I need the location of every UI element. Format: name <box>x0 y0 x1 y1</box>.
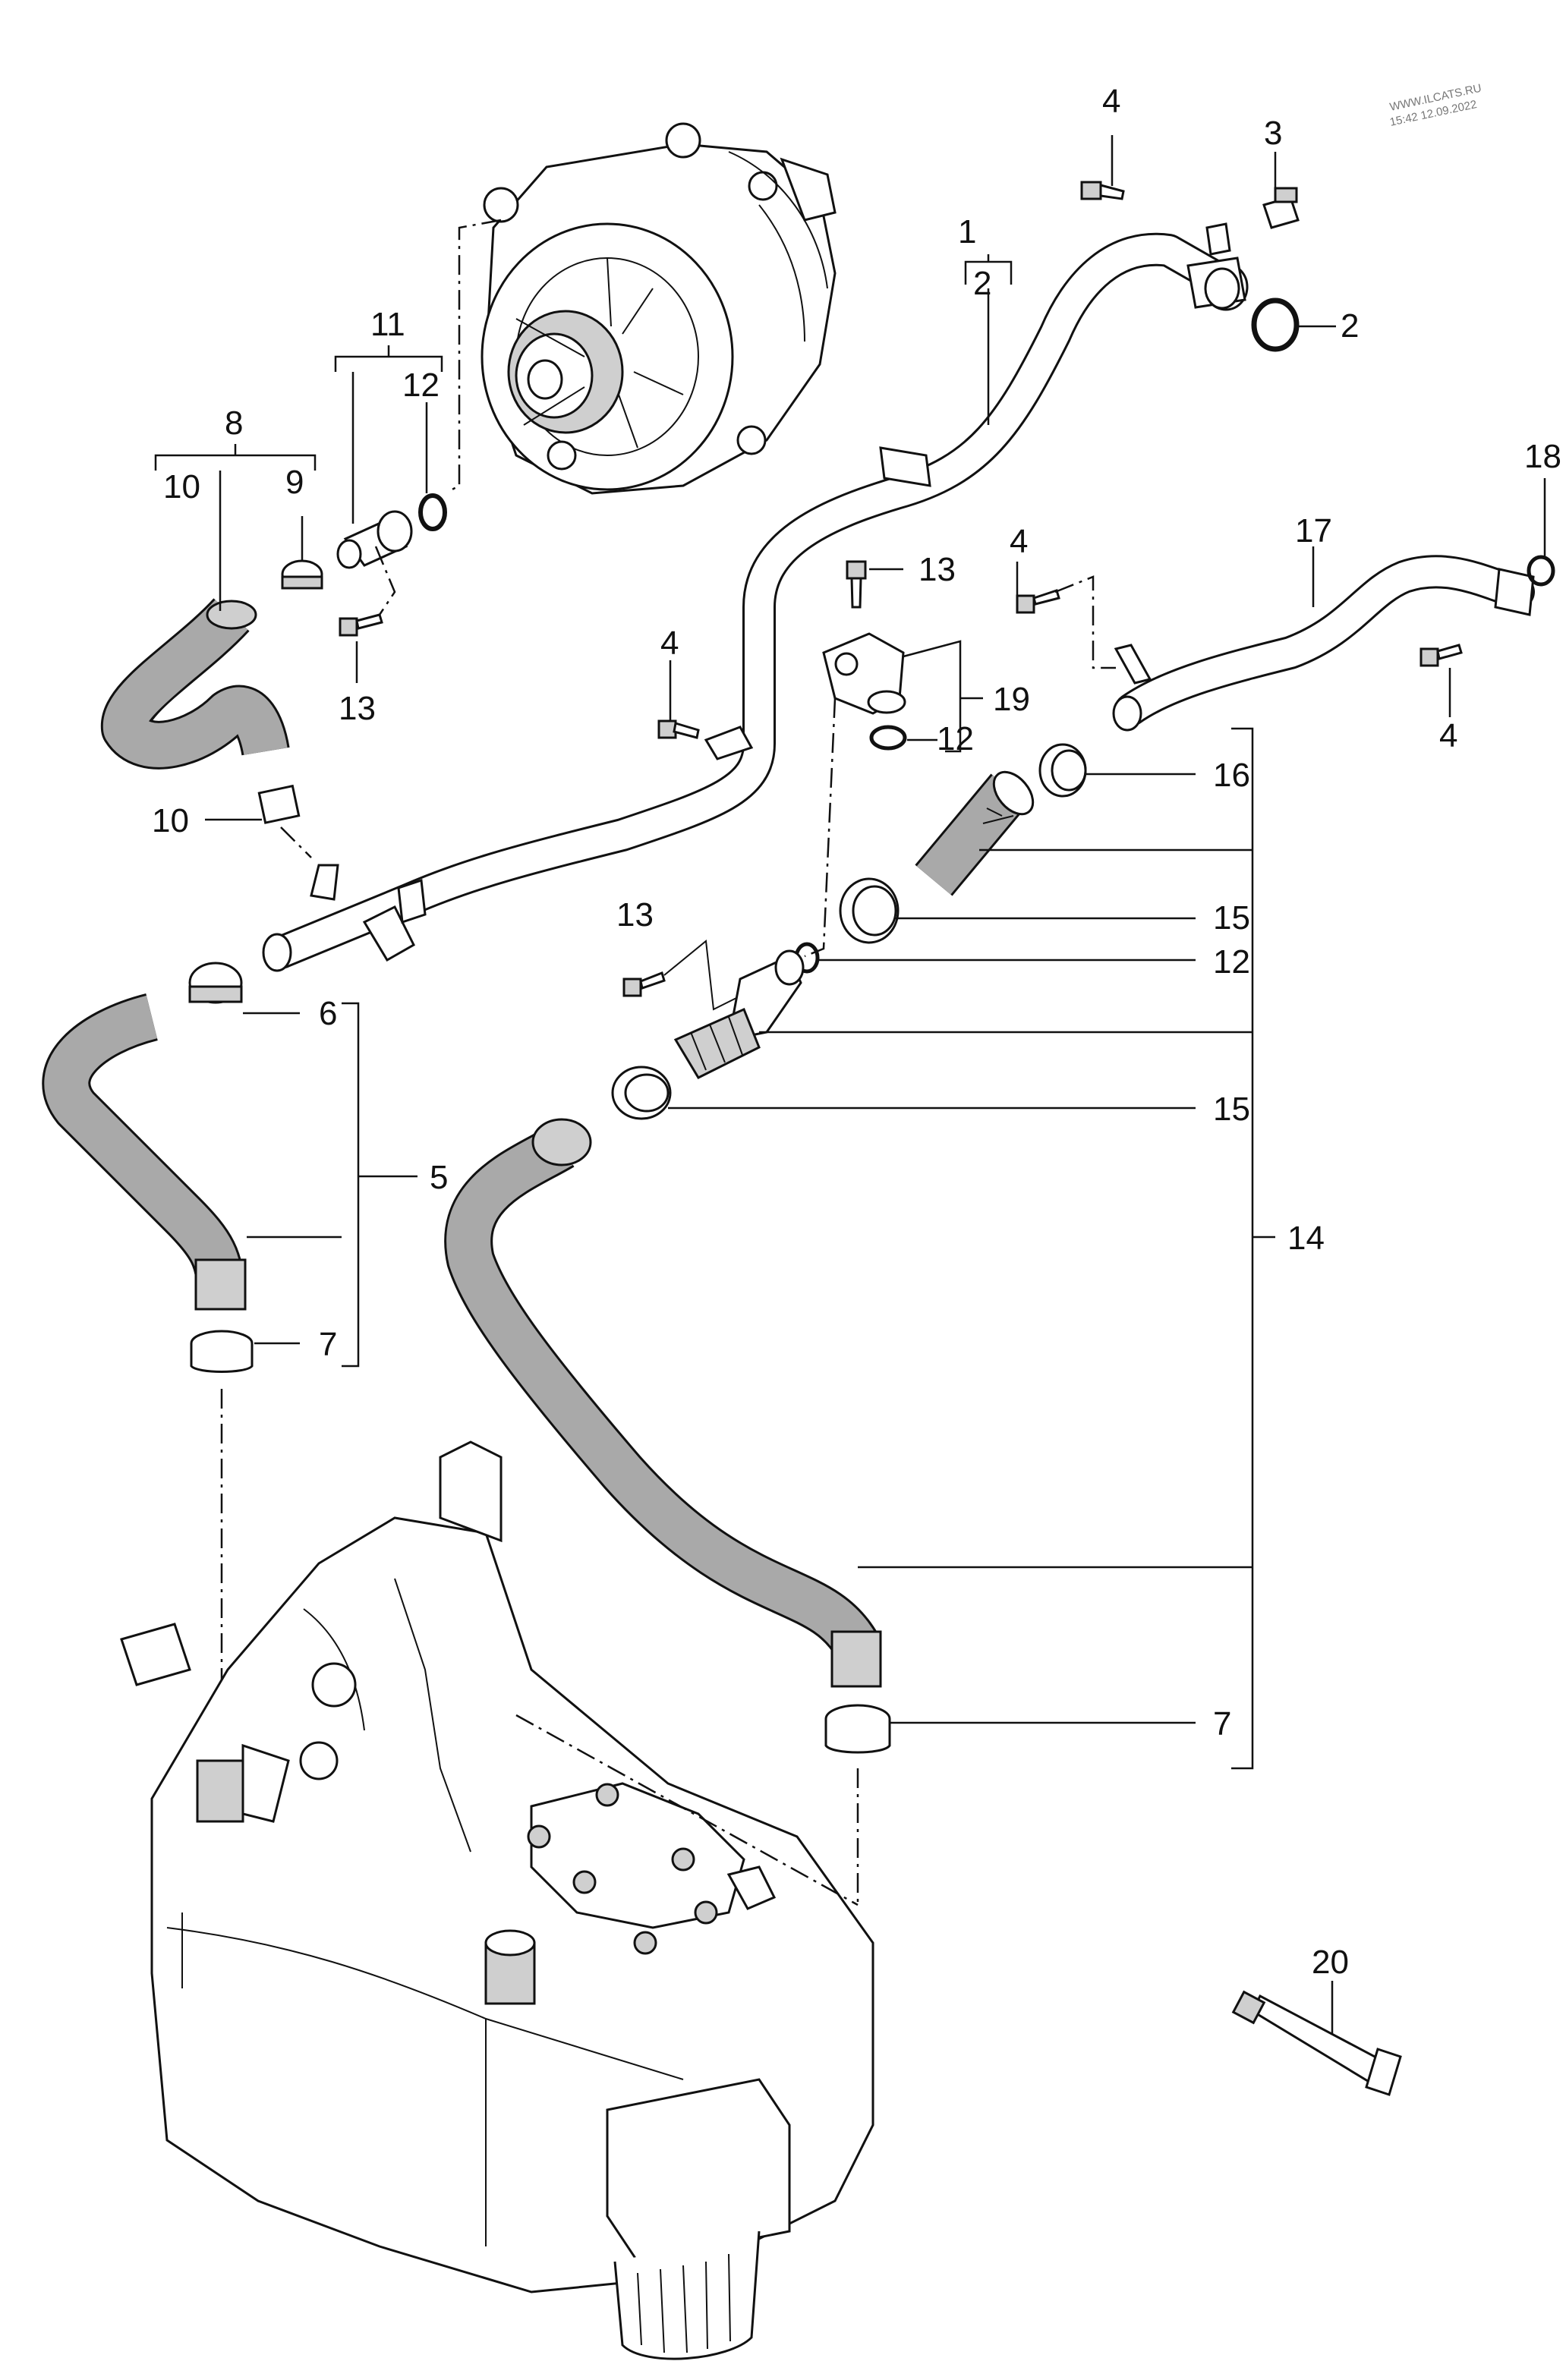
callout-2-o-ring: 2 <box>1341 307 1359 345</box>
callout-12-top: 12 <box>402 367 440 404</box>
callout-4-right: 4 <box>1439 717 1457 754</box>
sealant-tube-20 <box>1231 1990 1402 2096</box>
o-ring-12-top <box>418 493 447 531</box>
alternator <box>481 122 837 495</box>
clamp-15-lower <box>611 1066 672 1120</box>
coolant-pipe-1 <box>262 232 1249 972</box>
clamp-15-upper <box>839 877 900 944</box>
hose-5 <box>42 993 247 1311</box>
hose-10 <box>100 597 290 770</box>
clamp-6 <box>188 962 243 1004</box>
callout-4-mid: 4 <box>1010 523 1028 560</box>
bolt-4-left <box>657 719 700 739</box>
callout-13-low: 13 <box>616 896 654 933</box>
leader-dash <box>804 697 837 958</box>
clip-10 <box>257 784 301 824</box>
pipe-bracket <box>1205 222 1231 256</box>
callout-16: 16 <box>1213 757 1250 794</box>
o-ring-18 <box>1527 555 1555 587</box>
callout-20: 20 <box>1312 1944 1349 1981</box>
leader-dash <box>1054 575 1116 669</box>
bolt-13-low <box>622 971 666 997</box>
callout-1: 1 <box>958 213 976 250</box>
oil-cooler-housing <box>120 1440 874 2360</box>
callout-19: 19 <box>993 681 1030 718</box>
callout-11: 11 <box>370 306 405 343</box>
leader-line <box>663 940 745 1011</box>
callout-10-top: 10 <box>163 468 200 505</box>
callout-3: 3 <box>1264 115 1282 152</box>
callout-15-upper: 15 <box>1213 899 1250 937</box>
sensor-3 <box>1262 187 1300 229</box>
callout-7-right: 7 <box>1213 1705 1231 1742</box>
flange-19 <box>822 632 906 715</box>
callout-15-lower: 15 <box>1213 1091 1250 1128</box>
callout-12-low: 12 <box>1213 943 1250 981</box>
o-ring-12-mid <box>869 725 907 751</box>
coolant-pipe-17 <box>1112 555 1535 732</box>
hose-14-lower <box>444 1118 882 1688</box>
callout-4-left: 4 <box>660 625 679 662</box>
callout-12-mid: 12 <box>937 720 974 757</box>
callout-14: 14 <box>1287 1220 1325 1257</box>
callout-17: 17 <box>1295 512 1332 549</box>
callout-5: 5 <box>430 1159 448 1196</box>
leader-lines <box>154 135 1546 2034</box>
leader-dash <box>447 219 502 493</box>
leader-dash <box>280 826 312 858</box>
bolt-4-top <box>1080 181 1125 200</box>
callout-18: 18 <box>1524 438 1561 475</box>
hose-14-upper <box>915 770 1035 896</box>
callout-8: 8 <box>225 405 243 442</box>
callout-4-top: 4 <box>1102 83 1120 120</box>
bolt-13-mid <box>846 560 867 609</box>
o-ring-2 <box>1251 298 1300 352</box>
clamp-16 <box>1038 743 1087 798</box>
callout-7-left: 7 <box>319 1326 337 1363</box>
bolt-4-right <box>1419 644 1463 667</box>
callout-13-mid: 13 <box>918 551 956 588</box>
callout-13-left: 13 <box>339 690 376 727</box>
callout-9: 9 <box>285 464 304 501</box>
bolt-13-left <box>339 613 383 637</box>
fitting-11 <box>336 510 413 569</box>
clamp-7-right <box>824 1704 891 1754</box>
leader-dash <box>374 546 396 615</box>
clip-9 <box>281 559 323 590</box>
callout-6: 6 <box>319 995 337 1032</box>
callout-10-clip: 10 <box>152 802 189 839</box>
leader-dash <box>515 1714 859 1906</box>
clamp-7-left <box>190 1330 254 1373</box>
bolt-4-mid <box>1016 589 1060 614</box>
callout-2-pipe: 2 <box>973 265 991 302</box>
connector-14 <box>673 949 805 1079</box>
